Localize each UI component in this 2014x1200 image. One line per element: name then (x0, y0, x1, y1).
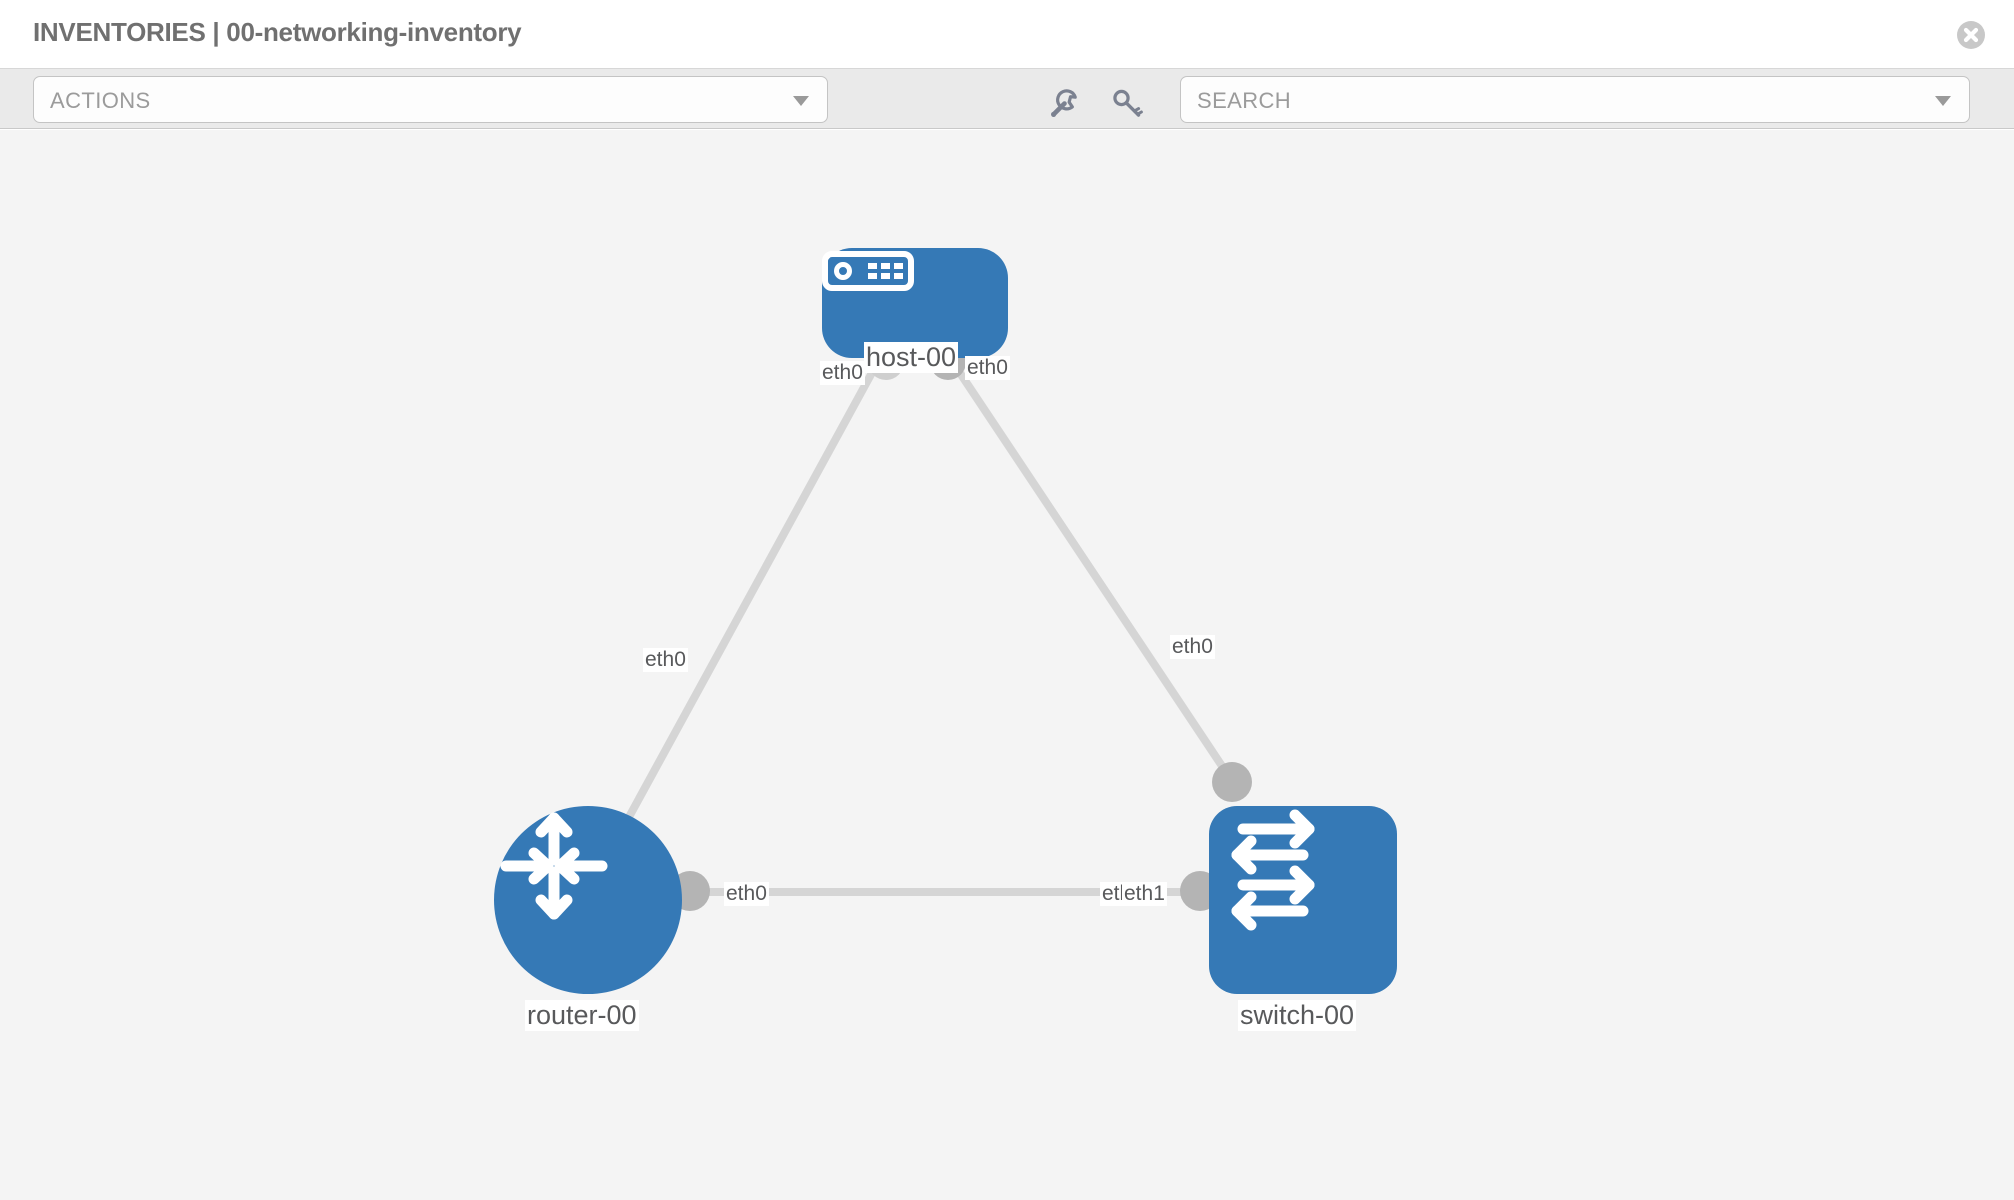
server-icon (822, 251, 914, 291)
search-input[interactable]: SEARCH (1180, 76, 1970, 123)
chevron-down-icon[interactable] (1935, 96, 1951, 106)
edge-label-router00-eth0: eth0 (724, 882, 769, 906)
close-icon[interactable] (1957, 21, 1985, 49)
key-icon[interactable] (1110, 87, 1144, 121)
node-label-host-00: host-00 (864, 342, 959, 373)
node-label-router-00: router-00 (525, 1000, 639, 1031)
topology-canvas[interactable]: host-00 router-00 switch-00 eth0 eth0 et… (0, 130, 2014, 1200)
node-label-switch-00: switch-00 (1238, 1000, 1357, 1031)
switch-icon (1231, 809, 1315, 931)
node-host-00[interactable] (822, 248, 1008, 358)
edge-label-switch00-eth0-uplink: eth0 (1170, 635, 1215, 659)
actions-dropdown[interactable]: ACTIONS (33, 76, 828, 123)
chevron-down-icon (793, 96, 809, 106)
search-placeholder: SEARCH (1197, 88, 1292, 113)
connector-switch00-eth0 (1212, 762, 1252, 802)
page-header: INVENTORIES | 00-networking-inventory (0, 0, 2014, 69)
link-host00-switch00 (946, 355, 1242, 793)
wrench-icon[interactable] (1047, 87, 1081, 121)
edge-label-router00-eth0-uplink: eth0 (643, 648, 688, 672)
edge-label-switch00-eth1: eth1 (1122, 882, 1167, 906)
toolbar: ACTIONS SEARCH (0, 69, 2014, 129)
link-host00-router00 (596, 356, 884, 872)
actions-dropdown-label: ACTIONS (50, 88, 151, 113)
edge-label-host00-eth0-left: eth0 (820, 361, 865, 385)
page-title: INVENTORIES | 00-networking-inventory (33, 17, 522, 47)
node-router-00[interactable] (494, 806, 682, 994)
node-switch-00[interactable] (1209, 806, 1397, 994)
router-icon (500, 812, 608, 920)
edge-label-host00-eth0-right: eth0 (965, 356, 1010, 380)
